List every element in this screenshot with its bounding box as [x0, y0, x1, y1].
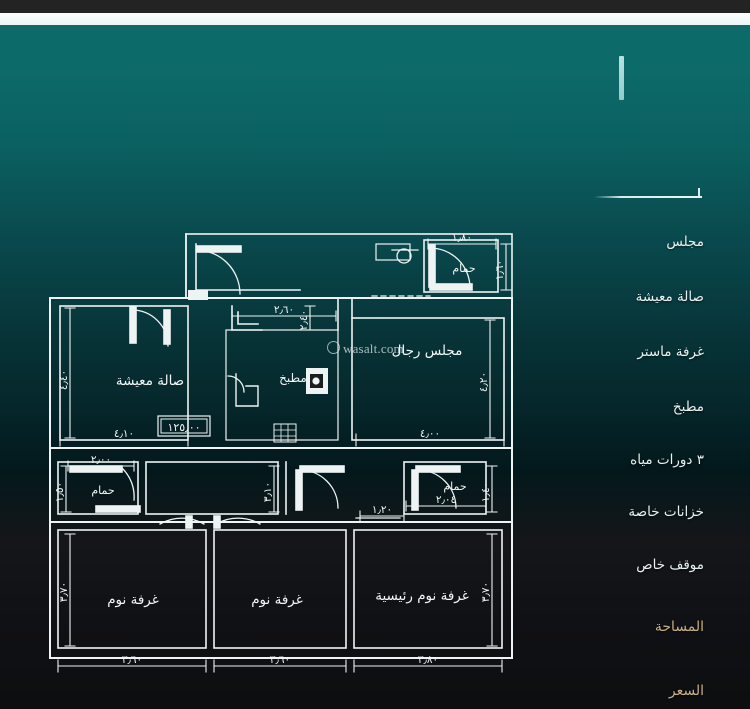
- sidebar-divider-cap: [698, 188, 700, 197]
- floorplan-drawing[interactable]: صالة معيشة مطبخ مجلس رجال حمام حمام حمام…: [0, 0, 565, 709]
- room-label-bedroom-master: غرفة نوم رئيسية: [375, 588, 469, 604]
- dim-master-height: ٣٫٧٠: [480, 582, 492, 602]
- dim-bath-left-height: ١٫٥٠: [54, 482, 66, 502]
- dim-bath-left-width: ٢٫٠٠: [91, 454, 111, 466]
- top-dark-strip: [0, 0, 750, 13]
- dim-bottom-2: ٣٫٦٠: [270, 654, 290, 666]
- features-sidebar: مجلس صالة معيشة غرفة ماستر مطبخ ٣ دورات …: [565, 0, 750, 709]
- dim-bath-top-height: ١٫٦٠: [494, 260, 506, 280]
- dim-bath-right-width: ٢٫٠٤: [436, 494, 456, 506]
- dim-bedroom-height: ٣٫٧٠: [58, 582, 70, 602]
- sidebar-item-kitchen[interactable]: مطبخ: [672, 399, 704, 415]
- dim-living-width: ٤٫١٠: [114, 428, 134, 440]
- sidebar-item-private-parking[interactable]: موقف خاص: [636, 557, 704, 573]
- dim-bottom-1: ٣٫٦٠: [122, 654, 142, 666]
- dim-living-height: ٤٫٤٠: [58, 370, 70, 390]
- dim-bath-top-width: ١٫٨٠: [452, 232, 472, 244]
- dim-bottom-3: ٣٫٨٠: [418, 654, 438, 666]
- sidebar-item-living-hall[interactable]: صالة معيشة: [635, 289, 704, 305]
- room-label-bedroom-middle: غرفة نوم: [251, 592, 303, 608]
- dim-kitchen-height: ٢٫٤٠: [298, 310, 310, 330]
- room-label-bedroom-left: غرفة نوم: [107, 592, 159, 608]
- dim-corridor: ١٫٢٠: [372, 504, 392, 516]
- room-label-living-hall: صالة معيشة: [116, 373, 184, 389]
- sidebar-divider: [594, 196, 702, 198]
- room-label-bathroom-left: حمام: [91, 484, 114, 497]
- sidebar-item-majlis[interactable]: مجلس: [666, 234, 704, 250]
- sidebar-item-master-room[interactable]: غرفة ماستر: [637, 344, 704, 360]
- sidebar-item-bathrooms[interactable]: ٣ دورات مياه: [630, 452, 704, 468]
- area-badge-value: ١٢٥٫٠٠: [167, 421, 200, 434]
- sidebar-footer-area[interactable]: المساحة: [654, 619, 704, 635]
- dim-corridor-height: ٣٫١٠: [262, 482, 274, 502]
- dim-bath-right-height: ١٫٤٠: [480, 482, 492, 502]
- room-label-kitchen: مطبخ: [279, 371, 307, 385]
- dim-kitchen-run: ٢٫٦٠: [274, 304, 294, 316]
- sidebar-item-private-tanks[interactable]: خزانات خاصة: [628, 504, 704, 520]
- sidebar-footer-price[interactable]: السعر: [668, 683, 704, 699]
- room-label-bathroom-top: حمام: [452, 262, 475, 275]
- floorplan-svg: صالة معيشة مطبخ مجلس رجال حمام حمام حمام…: [49, 232, 513, 673]
- top-marker-icon: [619, 56, 624, 100]
- top-white-band: [0, 13, 750, 25]
- dim-majlis-height: ٤٫٢٠: [478, 372, 490, 392]
- dim-majlis-width: ٤٫٠٠: [420, 428, 440, 440]
- area-badge: ١٢٥٫٠٠: [157, 415, 211, 437]
- room-label-bathroom-right: حمام: [443, 480, 466, 493]
- room-label-mens-majlis: مجلس رجال: [392, 343, 463, 359]
